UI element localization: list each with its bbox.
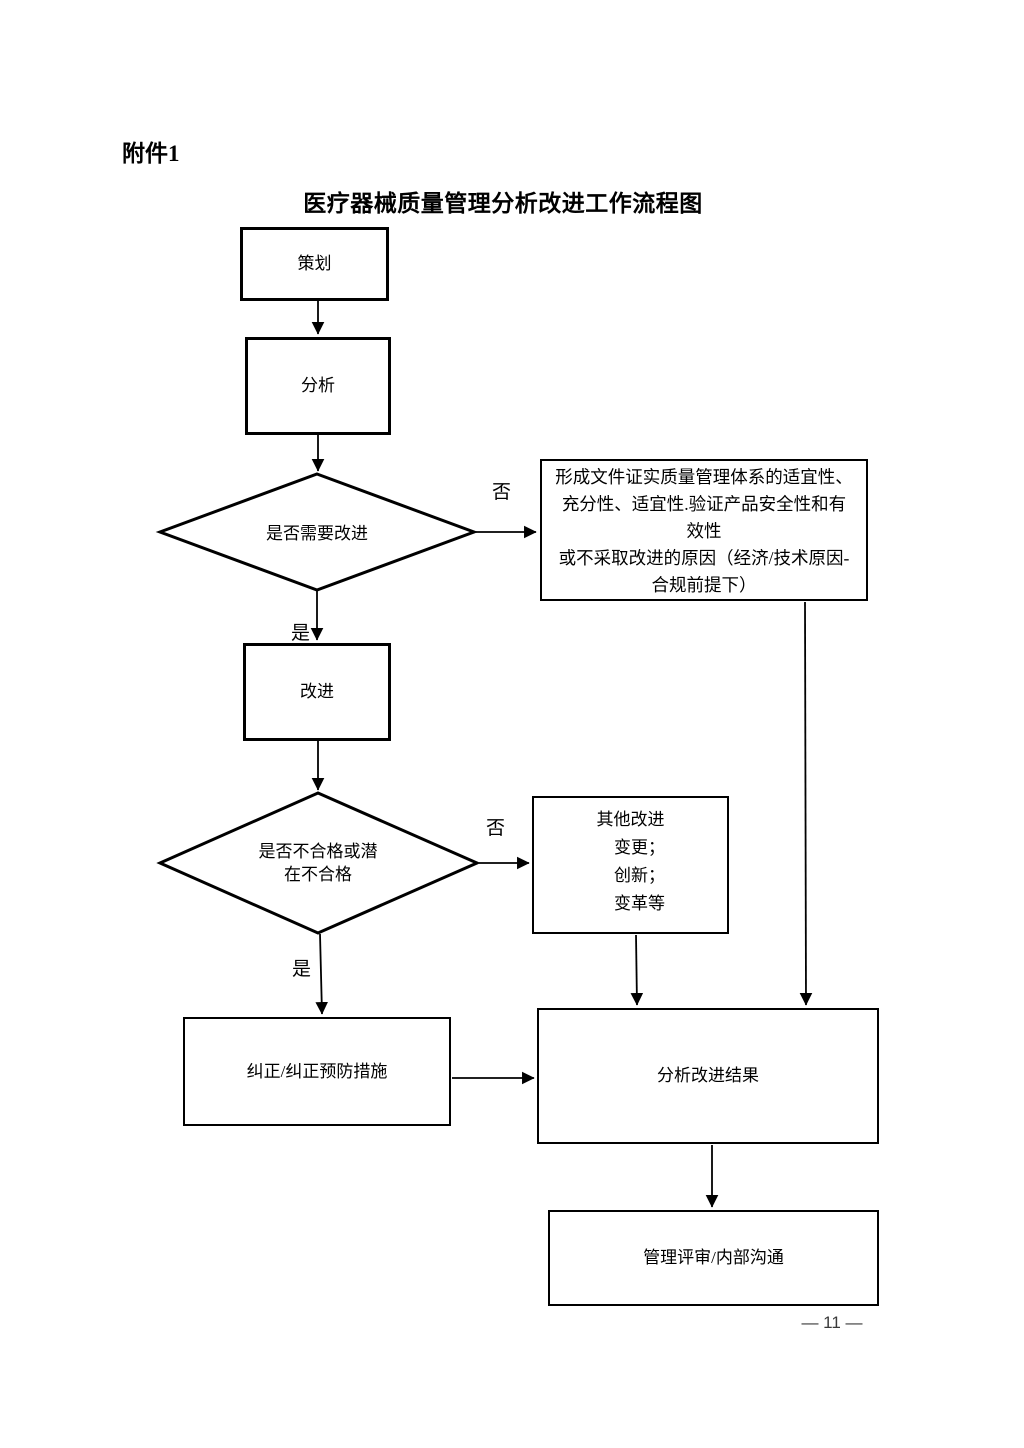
branch-label-yes-1: 是 — [291, 623, 311, 644]
branch-label-no-1: 否 — [492, 482, 512, 503]
other-improvement-line-1: 其他改进 — [596, 810, 665, 829]
flow-node-improve: 改进 — [243, 643, 391, 741]
flow-node-correction: 纠正/纠正预防措施 — [183, 1017, 451, 1126]
edge-decision2-yes-to-correction — [315, 933, 328, 1015]
other-improvement-line-4: 变革等 — [614, 894, 665, 913]
flow-node-analysis-result: 分析改进结果 — [537, 1008, 879, 1144]
documentation-paragraph-2: 或不采取改进的原因（经济/技术原因-合规前提下） — [558, 548, 850, 595]
page-title: 医疗器械质量管理分析改进工作流程图 — [303, 191, 703, 216]
page-number: — 11 — — [801, 1313, 863, 1332]
attachment-label: 附件1 — [122, 141, 180, 166]
flow-node-management-review: 管理评审/内部沟通 — [548, 1210, 879, 1306]
branch-label-no-2: 否 — [486, 818, 506, 839]
documentation-paragraph-1: 形成文件证实质量管理体系的适宜性、充分性、适宜性.验证产品安全性和有效性 — [555, 467, 853, 541]
flow-node-correction-label: 纠正/纠正预防措施 — [246, 1061, 388, 1081]
flow-node-plan: 策划 — [240, 227, 389, 301]
flow-node-analyze-label: 分析 — [301, 376, 335, 396]
branch-label-yes-2: 是 — [292, 959, 312, 980]
flow-node-improve-label: 改进 — [300, 682, 334, 702]
flow-node-analysis-result-label: 分析改进结果 — [657, 1066, 759, 1086]
other-improvement-line-2: 变更； — [614, 838, 665, 857]
decision-nonconformity-label: 是否不合格或潜在不合格 — [258, 842, 378, 884]
edge-other-improvement-to-result — [630, 934, 644, 1006]
flow-node-other-improvement: 其他改进 变更； 创新； 变革等 — [532, 796, 729, 934]
other-improvement-line-3: 创新； — [614, 866, 665, 885]
flow-node-plan-label: 策划 — [297, 254, 332, 274]
decision-need-improvement-label: 是否需要改进 — [266, 524, 368, 543]
flow-node-management-review-label: 管理评审/内部沟通 — [643, 1248, 784, 1268]
flow-node-documentation-branch: 形成文件证实质量管理体系的适宜性、充分性、适宜性.验证产品安全性和有效性 或不采… — [540, 459, 868, 601]
flow-node-analyze: 分析 — [245, 337, 391, 435]
edge-documentation-to-result — [799, 601, 813, 1006]
